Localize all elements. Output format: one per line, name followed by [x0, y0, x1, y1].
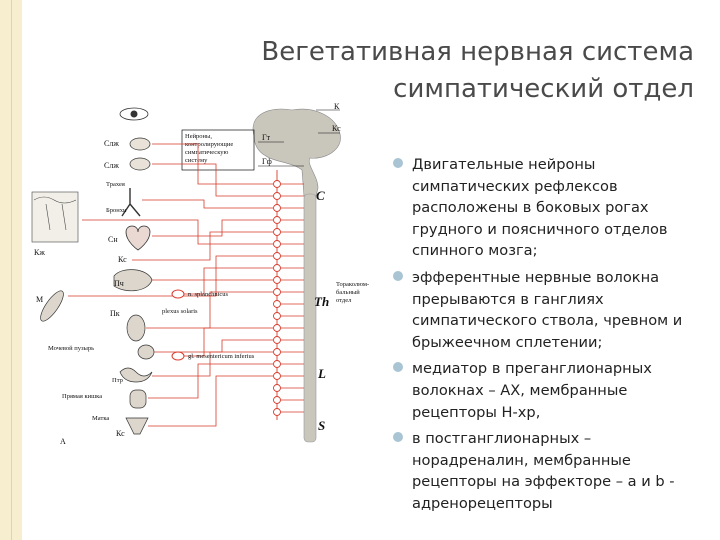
- organ-label-6: Кс: [118, 255, 127, 264]
- plexus-solaris-label: plexus solaris: [162, 308, 198, 315]
- bullet-item: медиатор в преганглионарных волокнах – А…: [392, 358, 697, 423]
- chain-ganglion: [274, 325, 281, 332]
- uterus-icon: [126, 418, 148, 434]
- chain-ganglion: [274, 397, 281, 404]
- corner-mark: A: [60, 437, 66, 446]
- diagram-svg: К Кс Гт Гф Нейроны, контролирующие симпа…: [22, 100, 388, 450]
- bullet-text: в постганглионарных – норадреналин, мемб…: [412, 430, 675, 512]
- chain-ganglion: [274, 313, 281, 320]
- chain-ganglion: [274, 253, 281, 260]
- segment-l-label: L: [317, 366, 326, 381]
- intestine-icon: [120, 368, 152, 408]
- postganglionic-fiber: [68, 256, 273, 296]
- title-line-1: Вегетативная нервная система: [261, 34, 694, 71]
- chain-ganglion: [274, 361, 281, 368]
- salivary-gland-icon: [130, 138, 150, 170]
- heart-icon: [126, 226, 150, 250]
- organ-label-14: Матка: [92, 415, 109, 422]
- postganglionic-fiber: [148, 376, 273, 426]
- sympathetic-system-diagram: К Кс Гт Гф Нейроны, контролирующие симпа…: [22, 100, 388, 450]
- bladder-icon: [138, 345, 154, 359]
- segment-c-label: C: [316, 188, 325, 203]
- organ-label-7: Кж: [34, 248, 45, 257]
- chain-ganglion: [274, 373, 281, 380]
- chain-ganglion: [274, 193, 281, 200]
- postganglionic-fiber: [152, 220, 273, 236]
- postganglionic-fiber: [152, 164, 273, 196]
- chain-ganglion: [274, 277, 281, 284]
- muscle-icon: [37, 288, 67, 324]
- mesenteric-label: gl. mesentericum inferius: [188, 353, 255, 360]
- bullet-dot-icon: [393, 362, 403, 372]
- organ-label-2: Слж: [104, 161, 119, 170]
- control-neurons-label: Нейроны, контролирующие симпатическую си…: [185, 133, 235, 164]
- chain-ganglion: [274, 265, 281, 272]
- postganglionic-fiber: [142, 200, 273, 208]
- organ-label-3: Трахея: [106, 181, 125, 188]
- chain-ganglion: [274, 229, 281, 236]
- bullet-dot-icon: [393, 271, 403, 281]
- celiac-ganglion: [172, 290, 184, 298]
- slide-title: Вегетативная нервная система симпатическ…: [261, 34, 694, 108]
- ks-top-label: Кс: [332, 124, 341, 133]
- chain-ganglion: [274, 241, 281, 248]
- nerve-fibers-group: [68, 144, 304, 426]
- organ-label-4: Бронхи: [106, 207, 127, 214]
- chain-ganglion: [274, 385, 281, 392]
- organ-label-5: Сн: [108, 235, 118, 244]
- chain-ganglion: [274, 205, 281, 212]
- splanchnicus-label: n. splanchnicus: [188, 291, 229, 298]
- segment-s-label: S: [318, 418, 325, 433]
- bullet-list: Двигательные нейроны симпатических рефле…: [392, 154, 697, 520]
- organ-label-1: Слж: [104, 139, 119, 148]
- organ-label-10: Пк: [110, 309, 120, 318]
- organ-label-11: Мочевой пузырь: [48, 345, 94, 352]
- bullet-dot-icon: [393, 432, 403, 442]
- chain-ganglion: [274, 181, 281, 188]
- chain-ganglion: [274, 289, 281, 296]
- brain-outline: [253, 109, 341, 196]
- chain-ganglion: [274, 301, 281, 308]
- mesenteric-ganglion: [172, 352, 184, 360]
- bullet-item: эфферентные нервные волокна прерываются …: [392, 267, 697, 353]
- k-top-label: К: [334, 102, 340, 111]
- spinal-cord: [304, 194, 316, 442]
- segment-th-label: Th: [314, 294, 329, 309]
- organ-label-9: Пч: [114, 279, 124, 288]
- bullet-text: эфферентные нервные волокна прерываются …: [412, 269, 682, 351]
- bullet-item: Двигательные нейроны симпатических рефле…: [392, 154, 697, 262]
- postganglionic-fiber: [154, 340, 273, 352]
- kidney-icon: [127, 315, 145, 341]
- chain-ganglion: [274, 337, 281, 344]
- gf-label: Гф: [262, 157, 272, 166]
- bullet-item: в постганглионарных – норадреналин, мемб…: [392, 428, 697, 514]
- chain-ganglion: [274, 409, 281, 416]
- thoracolumbar-label: Тораколюм- бальный отдел: [336, 281, 371, 304]
- bullet-text: медиатор в преганглионарных волокнах – А…: [412, 360, 652, 420]
- postganglionic-fiber: [148, 364, 273, 398]
- organ-label-13: Прямая кишка: [62, 393, 102, 400]
- chain-ganglion: [274, 217, 281, 224]
- eye-icon: [120, 108, 148, 120]
- gt-label: Гт: [262, 133, 271, 142]
- skin-section-icon: [32, 192, 78, 242]
- organ-label-8: М: [36, 295, 43, 304]
- chain-ganglion: [274, 349, 281, 356]
- bullet-dot-icon: [393, 158, 403, 168]
- organ-label-12: Птр: [112, 377, 123, 384]
- bullet-text: Двигательные нейроны симпатических рефле…: [412, 156, 667, 259]
- organ-label-15: Кс: [116, 429, 125, 438]
- left-band-line: [11, 0, 12, 540]
